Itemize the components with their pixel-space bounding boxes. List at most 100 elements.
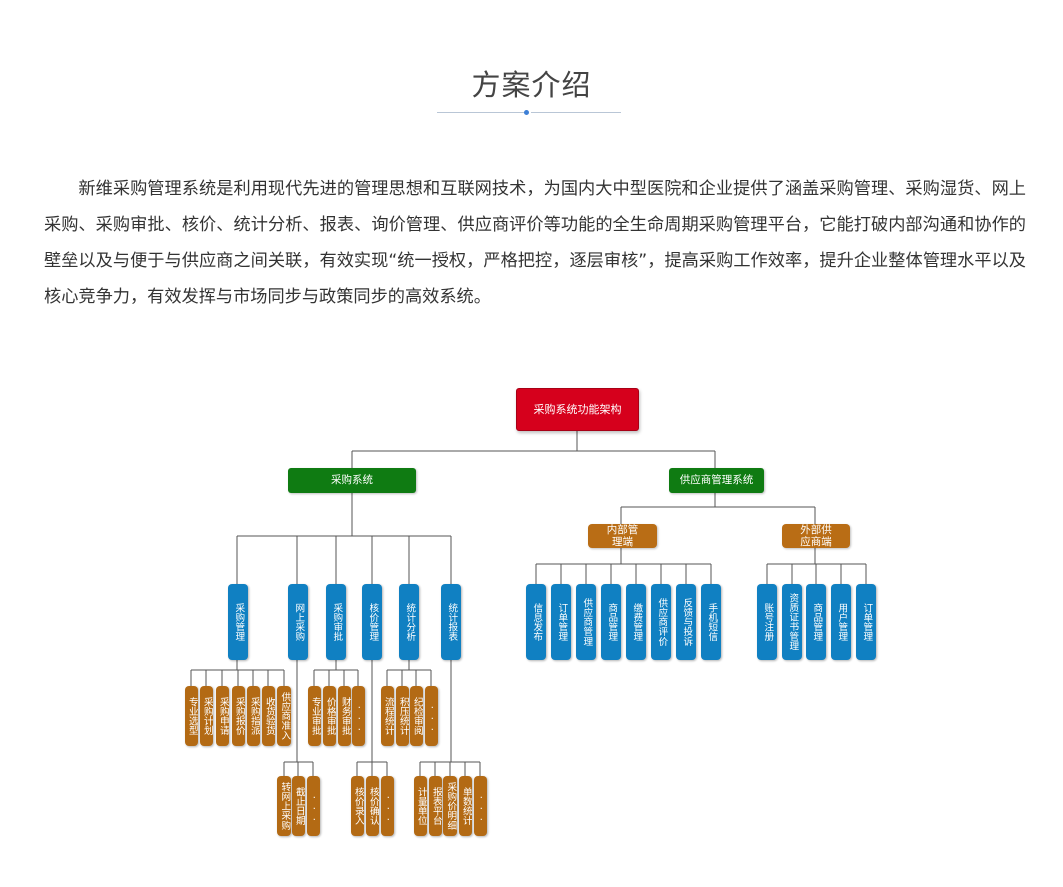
leaf-label: 核价确认 — [367, 786, 379, 826]
external-child-node: 商品管理 — [806, 584, 826, 660]
leaf-label: ... — [426, 699, 438, 733]
leaf-node: 纪检审阅 — [410, 686, 423, 746]
external-child-node: 用户管理 — [831, 584, 851, 660]
module-price-check: 核价管理 — [362, 584, 382, 660]
external-child-label: 资质证书管理 — [787, 593, 799, 651]
leaf-label: 纪检审阅 — [411, 696, 423, 736]
leaf-node: 供应商准入 — [277, 686, 291, 746]
module-purchase-approval: 采购审批 — [326, 584, 346, 660]
external-child-node: 订单管理 — [856, 584, 876, 660]
supplier-system-node: 供应商管理系统 — [669, 468, 764, 493]
leaf-label: 财务审批 — [339, 696, 351, 736]
external-child-label: 用户管理 — [836, 602, 848, 642]
internal-child-label: 商品管理 — [606, 602, 618, 642]
leaf-label: ... — [382, 789, 394, 823]
leaf-node: 采购申请 — [216, 686, 229, 746]
external-child-node: 资质证书管理 — [782, 584, 802, 660]
title-divider-dot — [524, 110, 529, 115]
leaf-node: 采购计划 — [200, 686, 213, 746]
leaf-label: 计量单位 — [415, 786, 427, 826]
leaf-label: 采购计划 — [201, 696, 213, 736]
leaf-label: ... — [353, 699, 365, 733]
leaf-node: 截止日期 — [292, 776, 305, 836]
external-child-label: 商品管理 — [811, 602, 823, 642]
module-statistics-report: 统计报表 — [441, 584, 461, 660]
leaf-node: 流程统计 — [381, 686, 394, 746]
module-online-purchase: 网上采购 — [288, 584, 308, 660]
leaf-node: 专业选型 — [185, 686, 198, 746]
leaf-label: 流程统计 — [382, 696, 394, 736]
module-procurement-management: 采购管理 — [228, 584, 248, 660]
module-label: 网上采购 — [293, 602, 305, 642]
leaf-node: 采购价明细 — [443, 776, 457, 836]
leaf-node: 财务审批 — [338, 686, 351, 746]
leaf-label: 采购指派 — [248, 696, 260, 736]
external-child-node: 账号注册 — [757, 584, 777, 660]
external-child-label: 账号注册 — [762, 602, 774, 642]
leaf-label: ... — [308, 789, 320, 823]
leaf-node: ... — [381, 776, 394, 836]
internal-child-node: 供应商管理 — [576, 584, 596, 660]
module-label: 采购审批 — [331, 602, 343, 642]
internal-child-node: 缴费管理 — [626, 584, 646, 660]
external-supplier-node: 外部供应商端 — [782, 524, 850, 548]
module-label: 统计分析 — [404, 602, 416, 642]
leaf-label: 积压统计 — [397, 696, 409, 736]
leaf-node: ... — [425, 686, 438, 746]
title-divider-left — [437, 112, 527, 113]
intro-paragraph: 新维采购管理系统是利用现代先进的管理思想和互联网技术，为国内大中型医院和企业提供… — [44, 179, 1026, 307]
leaf-label: 专业选型 — [186, 696, 198, 736]
leaf-node: 核价确认 — [366, 776, 379, 836]
internal-child-label: 供应商管理 — [581, 598, 593, 646]
leaf-label: 采购价明细 — [445, 782, 457, 830]
module-statistics-analysis: 统计分析 — [399, 584, 419, 660]
leaf-node: 专业审批 — [308, 686, 321, 746]
leaf-node: 采购报价 — [232, 686, 245, 746]
purchase-system-node: 采购系统 — [288, 468, 416, 493]
leaf-node: 收货验货 — [262, 686, 275, 746]
leaf-label: 收货验货 — [263, 696, 275, 736]
module-label: 采购管理 — [233, 602, 245, 642]
leaf-node: 单数统计 — [459, 776, 472, 836]
internal-child-node: 订单管理 — [551, 584, 571, 660]
leaf-node: ... — [474, 776, 487, 836]
leaf-label: 供应商准入 — [279, 692, 291, 740]
internal-child-label: 订单管理 — [556, 602, 568, 642]
leaf-node: 核价录入 — [351, 776, 364, 836]
leaf-node: 报表平台 — [429, 776, 442, 836]
leaf-label: ... — [475, 789, 487, 823]
leaf-node: ... — [307, 776, 320, 836]
internal-child-label: 供应商评价 — [656, 598, 668, 646]
internal-child-node: 手机短信 — [701, 584, 721, 660]
internal-child-node: 信息发布 — [526, 584, 546, 660]
leaf-label: 转网上采购 — [279, 782, 291, 830]
leaf-label: 专业审批 — [309, 696, 321, 736]
diagram-root-node: 采购系统功能架构 — [516, 388, 639, 431]
external-child-label: 订单管理 — [861, 602, 873, 642]
leaf-node: 采购指派 — [247, 686, 260, 746]
leaf-label: 单数统计 — [460, 786, 472, 826]
section-title: 方案介绍 — [471, 68, 592, 102]
internal-child-label: 缴费管理 — [631, 602, 643, 642]
internal-child-label: 信息发布 — [531, 602, 543, 642]
leaf-node: ... — [352, 686, 365, 746]
internal-child-node: 商品管理 — [601, 584, 621, 660]
leaf-label: 报表平台 — [430, 786, 442, 826]
leaf-label: 核价录入 — [352, 786, 364, 826]
leaf-label: 截止日期 — [293, 786, 305, 826]
module-label: 核价管理 — [367, 602, 379, 642]
title-divider-right — [531, 112, 621, 113]
internal-child-node: 供应商评价 — [651, 584, 671, 660]
internal-management-node: 内部管理端 — [588, 524, 657, 548]
leaf-label: 采购报价 — [233, 696, 245, 736]
leaf-node: 转网上采购 — [277, 776, 291, 836]
leaf-label: 价格审批 — [324, 696, 336, 736]
leaf-node: 计量单位 — [414, 776, 427, 836]
internal-child-label: 手机短信 — [706, 602, 718, 642]
leaf-node: 价格审批 — [323, 686, 336, 746]
internal-child-node: 反馈与投诉 — [676, 584, 696, 660]
leaf-label: 采购申请 — [217, 696, 229, 736]
leaf-node: 积压统计 — [396, 686, 409, 746]
module-label: 统计报表 — [446, 602, 458, 642]
